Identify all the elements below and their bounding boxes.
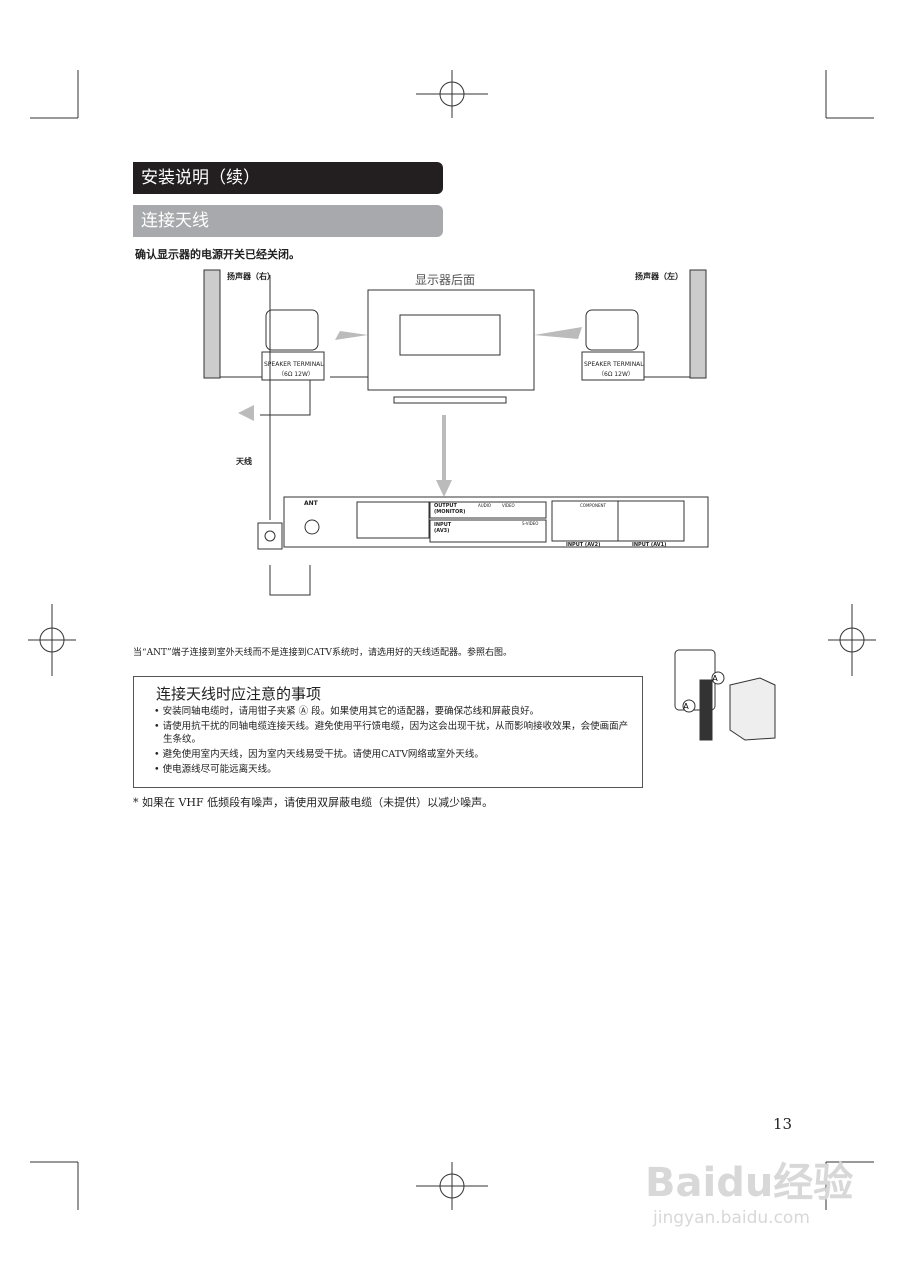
ant-note: 当“ANT”端子连接到室外天线而不是连接到CATV系统时，请选用好的天线适配器。…	[133, 648, 512, 658]
terminal-spec-right: （6Ω 12W）	[278, 371, 314, 378]
watermark-url: jingyan.baidu.com	[653, 1208, 810, 1228]
terminal-label-left: SPEAKER TERMINAL	[584, 361, 644, 368]
caution-list: 安装同轴电缆时，请用钳子夹紧 Ⓐ 段。如果使用其它的适配器，要确保芯线和屏蔽良好…	[154, 705, 634, 778]
ant-label: ANT	[304, 500, 318, 507]
adapter-mark-1: A	[712, 674, 718, 683]
input-av1-label: INPUT (AV1)	[632, 542, 667, 548]
watermark-logo: Baidu经验 jingyan.baidu.com	[645, 1150, 853, 1228]
svideo-label: S-VIDEO	[522, 521, 539, 526]
terminal-spec-left: （6Ω 12W）	[598, 371, 634, 378]
adapter-mark-2: A	[683, 702, 689, 711]
page-number: 13	[773, 1115, 793, 1133]
antenna-adapter-illustration: A A	[674, 649, 776, 741]
display-rear-label: 显示器后面	[415, 273, 476, 287]
connection-diagram: 扬声器（右） 扬声器（左） 显示器后面 SPEAKER TERMINAL （6Ω…	[200, 265, 710, 615]
input-av3-label: INPUT (AV3)	[434, 522, 452, 534]
intro-text: 确认显示器的电源开关已经关闭。	[135, 248, 300, 261]
audio-label: AUDIO	[478, 503, 492, 508]
subsection-title: 连接天线	[133, 205, 443, 237]
watermark-brand: Baidu经验	[645, 1160, 854, 1206]
diagram-drawing	[203, 269, 709, 596]
antenna-label: 天线	[236, 457, 252, 466]
caution-item: 避免使用室内天线，因为室内天线易受干扰。请使用CATV网络或室外天线。	[154, 748, 634, 761]
speaker-right-label: 扬声器（右）	[227, 272, 275, 281]
caution-item: 安装同轴电缆时，请用钳子夹紧 Ⓐ 段。如果使用其它的适配器，要确保芯线和屏蔽良好…	[154, 705, 634, 718]
section-title: 安装说明（续）	[133, 162, 443, 194]
caution-item: 请使用抗干扰的同轴电缆连接天线。避免使用平行馈电缆，因为这会出现干扰，从而影响接…	[154, 720, 634, 746]
component-label: COMPONENT	[580, 503, 606, 508]
video-label: VIDEO	[502, 503, 515, 508]
footnote: * 如果在 VHF 低频段有噪声，请使用双屏蔽电缆（未提供）以减少噪声。	[133, 796, 494, 809]
output-label: OUTPUT (MONITOR)	[434, 503, 466, 515]
input-av2-label: INPUT (AV2)	[566, 542, 601, 548]
caution-item: 使电源线尽可能远离天线。	[154, 763, 634, 776]
caution-title: 连接天线时应注意的事项	[156, 685, 322, 703]
terminal-label-right: SPEAKER TERMINAL	[264, 361, 324, 368]
speaker-left-label: 扬声器（左）	[635, 272, 683, 281]
caution-box: 连接天线时应注意的事项 安装同轴电缆时，请用钳子夹紧 Ⓐ 段。如果使用其它的适配…	[133, 676, 643, 788]
